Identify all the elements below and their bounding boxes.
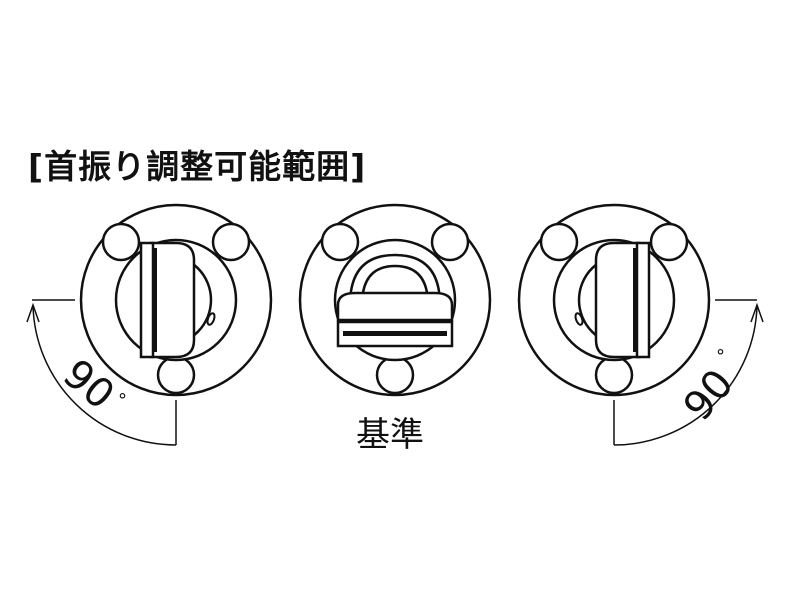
reference-label: 基準 — [356, 415, 424, 455]
diagram-title: [首振り調整可能範囲] — [28, 147, 367, 186]
right-swivel-position — [517, 203, 711, 397]
right-degree-symbol: ° — [716, 346, 725, 367]
center-reference-position — [298, 203, 492, 397]
left-degree-symbol: ° — [118, 390, 127, 411]
right-angle-label: 90 — [675, 361, 743, 430]
left-swivel-position — [79, 203, 273, 397]
